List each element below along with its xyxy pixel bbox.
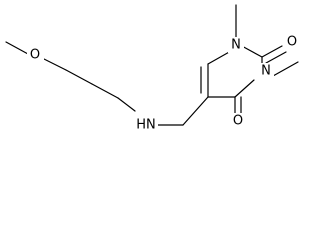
bonds	[5, 4, 299, 126]
molecule-svg: O HN N N O O	[5, 4, 300, 133]
atom-bg-n1	[228, 37, 244, 53]
atom-bg-n3	[258, 63, 274, 79]
atom-bg-o2	[284, 34, 300, 50]
bond-c1-c2	[65, 69, 93, 85]
bond-methyl-o	[5, 41, 29, 55]
bond-c6-n1	[207, 50, 232, 65]
structure-diagram: O HN N N O O	[5, 4, 300, 133]
atom-labels: O HN N N O O	[27, 34, 300, 133]
atom-n3: N	[261, 64, 271, 79]
atom-hn: HN	[136, 118, 156, 133]
atom-n1: N	[231, 38, 241, 53]
bond-c2-o2-inner	[265, 51, 287, 64]
bond-n3-c4	[234, 79, 255, 98]
bond-ch2-c5	[182, 96, 209, 126]
bond-c2-c3	[91, 83, 119, 99]
atom-bg-o4	[230, 113, 246, 129]
atom-o2: O	[287, 35, 297, 50]
bond-c3-nh	[117, 97, 136, 112]
bond-c2-o2	[261, 45, 283, 58]
atom-bg-o-methoxy	[27, 47, 44, 63]
bond-n3-methyl	[272, 61, 299, 77]
atom-bg-hn	[134, 117, 158, 133]
bond-o-c1	[41, 57, 67, 71]
atom-o4: O	[233, 114, 243, 129]
atom-o-methoxy: O	[30, 48, 40, 63]
